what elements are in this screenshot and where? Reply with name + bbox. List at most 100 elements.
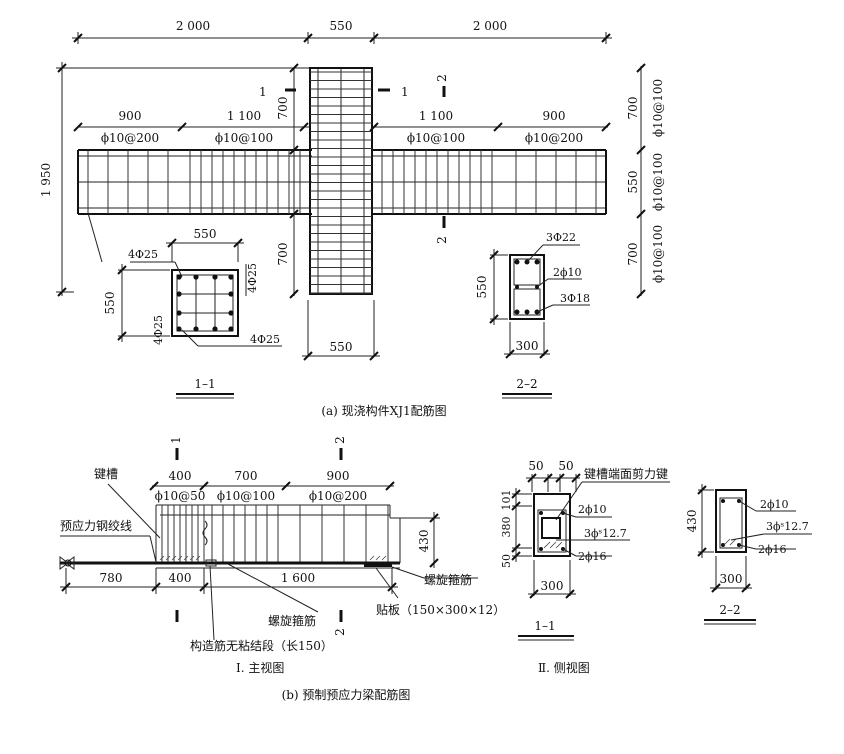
front-dim-900: 900 (327, 469, 350, 483)
dim-col-upper: 700 (276, 97, 290, 120)
side2-bar-strand: 3ϕˢ12.7 (766, 520, 809, 533)
front-view-title: Ⅰ. 主视图 (236, 660, 284, 675)
dim-column-width: 550 (330, 19, 353, 33)
front-dim-1600: 1 600 (281, 571, 315, 585)
front-elevation-beam (59, 504, 401, 570)
label-plate: 贴板（150×300×12） (376, 603, 505, 617)
side-width-300: 300 (541, 579, 564, 593)
dim-beam-left-900: 900 (119, 109, 142, 123)
front-top-dimensions: 400 700 900 ϕ10@50 ϕ10@100 ϕ10@200 (149, 469, 395, 503)
side-bar-top: 2ϕ10 (578, 503, 607, 516)
sec22-width-dim: 300 (516, 339, 539, 353)
part-a-cast-in-place-xj1: 2 000 550 2 000 1 950 900 1 100 ϕ10@200 … (39, 19, 665, 418)
dim-left-span: 2 000 (176, 19, 210, 33)
rebar-beam-right-200: ϕ10@200 (525, 131, 583, 145)
vertical-column (309, 67, 373, 295)
sec11-bar-right: 4Φ25 (246, 263, 259, 293)
rebar-beam-left-100: ϕ10@100 (215, 131, 273, 145)
cut-2-bottom-label: 2 (435, 236, 449, 244)
dim-col-lower: 700 (276, 243, 290, 266)
sec11-bar (193, 326, 199, 332)
sec11-bar (193, 274, 199, 280)
label-shear-key: 键槽端面剪力键 (584, 466, 668, 481)
side-view-title: Ⅱ. 侧视图 (538, 660, 590, 675)
dim-right-span: 2 000 (473, 19, 507, 33)
sec11-bar (228, 310, 234, 316)
left-height-dimension: 1 950 (39, 62, 310, 297)
top-dimension-line: 2 000 550 2 000 (72, 19, 612, 44)
dim-right-550: 550 (626, 171, 640, 194)
sec11-width-dim: 550 (194, 227, 217, 241)
rebar-right-middle: ϕ10@100 (651, 153, 665, 211)
beam-stirrups-right (381, 150, 597, 214)
sec11-bars (176, 274, 234, 332)
caption-a: (a) 现浇构件XJ1配筋图 (321, 403, 446, 418)
sec11-bar (212, 274, 218, 280)
sec11-bar (176, 291, 182, 297)
sec11-bar (176, 326, 182, 332)
label-spiral-bottom: 螺旋箍筋 (268, 613, 316, 628)
sec11-bar (176, 274, 182, 280)
rebar-beam-left-200: ϕ10@200 (101, 131, 159, 145)
rebar-right-top: ϕ10@100 (651, 79, 665, 137)
side-view-2-2: 2ϕ10 3ϕˢ12.7 2ϕ16 430 300 2–2 (685, 484, 812, 625)
front-rebar-50: ϕ10@50 (155, 489, 206, 503)
front-dim-400: 400 (169, 469, 192, 483)
dim-beam-left-1100: 1 100 (227, 109, 261, 123)
sec22-bar-bottom: 3Φ18 (560, 292, 590, 305)
caption-b: (b) 预制预应力梁配筋图 (282, 687, 411, 702)
front-dim-780: 780 (100, 571, 123, 585)
dim-right-700-top: 700 (626, 97, 640, 120)
side-dim-50-bottom: 50 (500, 554, 513, 568)
section-1-1-column: 550 550 4Φ25 4Φ25 4Φ25 4Φ25 1–1 (87, 212, 282, 399)
right-side-dimensions: 700 550 700 ϕ10@100 ϕ10@100 ϕ10@100 (626, 63, 665, 299)
front-dim-400-bottom: 400 (169, 571, 192, 585)
side-dim-50-left: 50 (528, 459, 543, 473)
side2-height-430: 430 (685, 510, 699, 533)
side-dim-380: 380 (500, 517, 513, 538)
front-height-430: 430 (417, 530, 431, 553)
label-groove: 键槽 (94, 467, 118, 481)
cut-b-2-top: 2 (333, 436, 347, 444)
cut-marks-b: 1 2 2 (169, 436, 347, 636)
side-dim-50-right: 50 (558, 459, 573, 473)
front-dim-700: 700 (235, 469, 258, 483)
rebar-beam-right-100: ϕ10@100 (407, 131, 465, 145)
cut-b-2-bottom: 2 (333, 628, 347, 636)
label-unbonded: 构造筋无粘结段（长150） (190, 638, 333, 653)
sec11-bar (176, 310, 182, 316)
sec11-bar (228, 291, 234, 297)
sec11-height-dim: 550 (103, 292, 117, 315)
column-side-dimensions: 700 700 550 (276, 63, 380, 361)
dim-total-height: 1 950 (39, 163, 53, 197)
side-title-2-2: 2–2 (719, 603, 740, 617)
beam-stirrups-left (87, 150, 301, 214)
horizontal-beam (77, 149, 607, 215)
sec11-bar (228, 326, 234, 332)
cut-1-left-label: 1 (259, 85, 267, 99)
sec22-height-dim: 550 (475, 276, 489, 299)
front-rebar-200: ϕ10@200 (309, 489, 367, 503)
cut-b-1-top: 1 (169, 436, 183, 444)
label-spiral-right: 螺旋箍筋 (424, 572, 472, 587)
cut-1-right-label: 1 (401, 85, 409, 99)
side-view-1-1: 50 50 键槽端面剪力键 2ϕ10 3ϕˢ12.7 2ϕ16 101 380 … (500, 459, 670, 641)
front-labels: 键槽 预应力钢绞线 螺旋箍筋 螺旋箍筋 贴板（150×300×12） 构造筋无粘… (60, 467, 505, 675)
sec22-title: 2–2 (516, 377, 537, 391)
label-strand: 预应力钢绞线 (60, 518, 132, 533)
sec11-bar-left: 4Φ25 (152, 315, 165, 345)
front-stirrups (161, 505, 389, 563)
side-bar-strand: 3ϕˢ12.7 (584, 527, 627, 540)
dim-right-700-bottom: 700 (626, 243, 640, 266)
sec11-bar (228, 274, 234, 280)
side-dim-101: 101 (500, 490, 513, 511)
sec11-bar (212, 326, 218, 332)
cut-2-top-label: 2 (435, 74, 449, 82)
rebar-right-bottom: ϕ10@100 (651, 225, 665, 283)
dim-col-bottom-width: 550 (330, 340, 353, 354)
side2-width-300: 300 (720, 572, 743, 586)
dim-beam-right-1100: 1 100 (419, 109, 453, 123)
dim-beam-right-900: 900 (543, 109, 566, 123)
sec22-bar-top: 3Φ22 (546, 231, 576, 244)
